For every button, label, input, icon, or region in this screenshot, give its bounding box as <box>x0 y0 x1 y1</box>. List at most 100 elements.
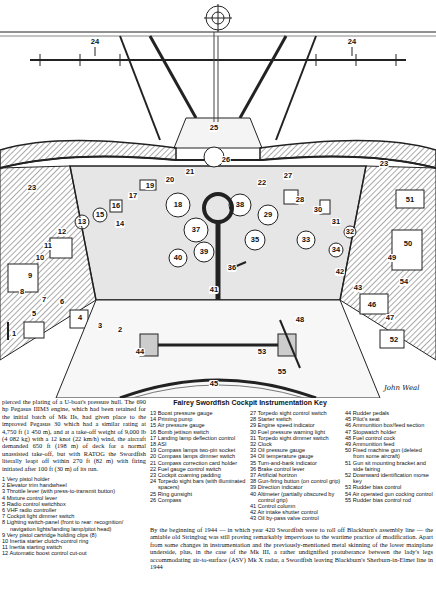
key-entry: 36 Brake control lever <box>250 466 342 472</box>
callout-number: 51 <box>405 196 415 204</box>
key-entry: 7 Cockpit light dimmer switch <box>2 513 146 519</box>
key-entry: 38 Gun-firing button (on control grip) <box>250 478 342 484</box>
callout-number: 21 <box>185 168 195 176</box>
callout-number: 13 <box>77 218 87 226</box>
callout-number: 55 <box>277 368 287 376</box>
callout-number: 20 <box>165 176 175 184</box>
key-entry: 28 Starter switch <box>250 416 342 422</box>
callout-number: 47 <box>385 314 395 322</box>
key-entry: 39 Direction indicator <box>250 484 342 490</box>
key-entry: 43 Oil by-pass valve control <box>250 515 342 521</box>
key-entry: 26 Compass <box>150 497 247 503</box>
callout-number: 49 <box>387 254 397 262</box>
callout-number: 41 <box>209 286 219 294</box>
callout-number: 4 <box>77 314 83 322</box>
callout-number: 35 <box>250 236 260 244</box>
key-column: 1 Very pistol holder2 Elevator trim hand… <box>2 476 146 557</box>
callout-number: 33 <box>301 236 311 244</box>
callout-number: 9 <box>27 272 33 280</box>
key-entry: 10 Inertia starter clutch-control ring <box>2 538 146 544</box>
key-entry: 47 Stopwatch holder <box>345 429 434 435</box>
callout-number: 30 <box>313 206 323 214</box>
key-entry: 50 Fixed machine gun (deleted from some … <box>345 447 434 459</box>
callout-number: 28 <box>295 196 305 204</box>
body-text: By the beginning of 1944 — in which year… <box>150 526 433 570</box>
callout-number: 15 <box>95 211 105 219</box>
callout-number: 54 <box>399 278 409 286</box>
key-entry: 9 Very pistol cartridge holding clips (8… <box>2 532 146 538</box>
callout-number: 2 <box>117 326 123 334</box>
key-entry: 55 Rudder bias control rod <box>345 497 434 503</box>
cockpit-illustration <box>0 0 436 398</box>
key-entry: 12 Automatic boost control cut-out <box>2 550 146 556</box>
key-entry: 8 Lighting switch-panel (front to rear: … <box>2 519 146 531</box>
key-column: 27 Torpedo sight control switch28 Starte… <box>250 410 342 522</box>
callout-number: 31 <box>331 218 341 226</box>
callout-number: 18 <box>173 201 183 209</box>
key-entry: 37 Artificial horizon <box>250 472 342 478</box>
key-entry: 40 Altimeter (partially obscured by cont… <box>250 491 342 503</box>
callout-number: 5 <box>31 310 37 318</box>
artist-signature: John Weal <box>384 384 419 392</box>
callout-number: 53 <box>257 348 267 356</box>
key-entry: 24 Torpedo sight bars (with illuminated … <box>150 478 247 490</box>
callout-number: 44 <box>135 348 145 356</box>
key-entry: 53 Rudder bias control <box>345 484 434 490</box>
callout-number: 43 <box>353 284 363 292</box>
key-entry: 42 Air intake shutter control <box>250 509 342 515</box>
callout-number: 10 <box>35 254 45 262</box>
key-column: 13 Boost pressure gauge14 Priming pump15… <box>150 410 247 503</box>
callout-number: 38 <box>235 201 245 209</box>
key-entry: 33 Oil pressure gauge <box>250 447 342 453</box>
key-entry: 21 Compass correction card holder <box>150 460 247 466</box>
key-entry: 31 Torpedo sight dimmer switch <box>250 435 342 441</box>
callout-number: 46 <box>367 301 377 309</box>
key-entry: 32 Clock <box>250 441 342 447</box>
key-entry: 17 Landing lamp deflection control <box>150 435 247 441</box>
key-entry: 13 Boost pressure gauge <box>150 410 247 416</box>
callout-number: 8 <box>19 288 25 296</box>
callout-number: 36 <box>227 264 237 272</box>
callout-number: 3 <box>97 322 103 330</box>
callout-number: 1 <box>11 330 17 338</box>
key-entry: 52 Downward identification morse key <box>345 472 434 484</box>
key-entry: 5 Radio control switchbox <box>2 501 146 507</box>
callout-number: 24 <box>90 38 100 46</box>
key-entry: 46 Ammunition box/feed section <box>345 422 434 428</box>
key-title: Fairey Swordfish Cockpit Instrumentation… <box>150 399 350 407</box>
callout-number: 16 <box>111 202 121 210</box>
key-entry: 22 Fuel gauge control switch <box>150 466 247 472</box>
callout-number: 29 <box>263 211 273 219</box>
key-entry: 23 Cockpit coaming padding <box>150 472 247 478</box>
key-entry: 2 Elevator trim handwheel <box>2 482 146 488</box>
key-entry: 54 Air operated gun cocking control <box>345 491 434 497</box>
callout-number: 26 <box>221 156 231 164</box>
callout-number: 42 <box>335 268 345 276</box>
key-entry: 35 Turn-and-bank indicator <box>250 460 342 466</box>
key-entry: 1 Very pistol holder <box>2 476 146 482</box>
key-entry: 25 Ring gunsight <box>150 491 247 497</box>
callout-number: 45 <box>209 380 219 388</box>
callout-number: 25 <box>209 124 219 132</box>
key-entry: 19 Compass lamps two-pin socket <box>150 447 247 453</box>
callout-number: 39 <box>199 248 209 256</box>
callout-number: 27 <box>283 172 293 180</box>
key-entry: 11 Inertia starting switch <box>2 544 146 550</box>
callout-number: 52 <box>389 336 399 344</box>
callout-number: 23 <box>379 160 389 168</box>
key-entry: 34 Oil temperature gauge <box>250 453 342 459</box>
callout-number: 22 <box>257 179 267 187</box>
key-entry: 30 Fuel pressure warning light <box>250 429 342 435</box>
key-entry: 48 Fuel control cock <box>345 435 434 441</box>
key-entry: 18 ASI <box>150 441 247 447</box>
key-column: 44 Rudder pedals45 Pilot's seat46 Ammuni… <box>345 410 434 503</box>
key-entry: 51 Gun sit mounting bracket and side fai… <box>345 460 434 472</box>
callout-number: 48 <box>295 316 305 324</box>
key-entry: 41 Control column <box>250 503 342 509</box>
callout-number: 50 <box>403 240 413 248</box>
key-entry: 20 Compass lamps dimmer switch <box>150 453 247 459</box>
key-entry: 6 VHF radio controller <box>2 507 146 513</box>
callout-number: 34 <box>331 246 341 254</box>
key-entry: 45 Pilot's seat <box>345 416 434 422</box>
